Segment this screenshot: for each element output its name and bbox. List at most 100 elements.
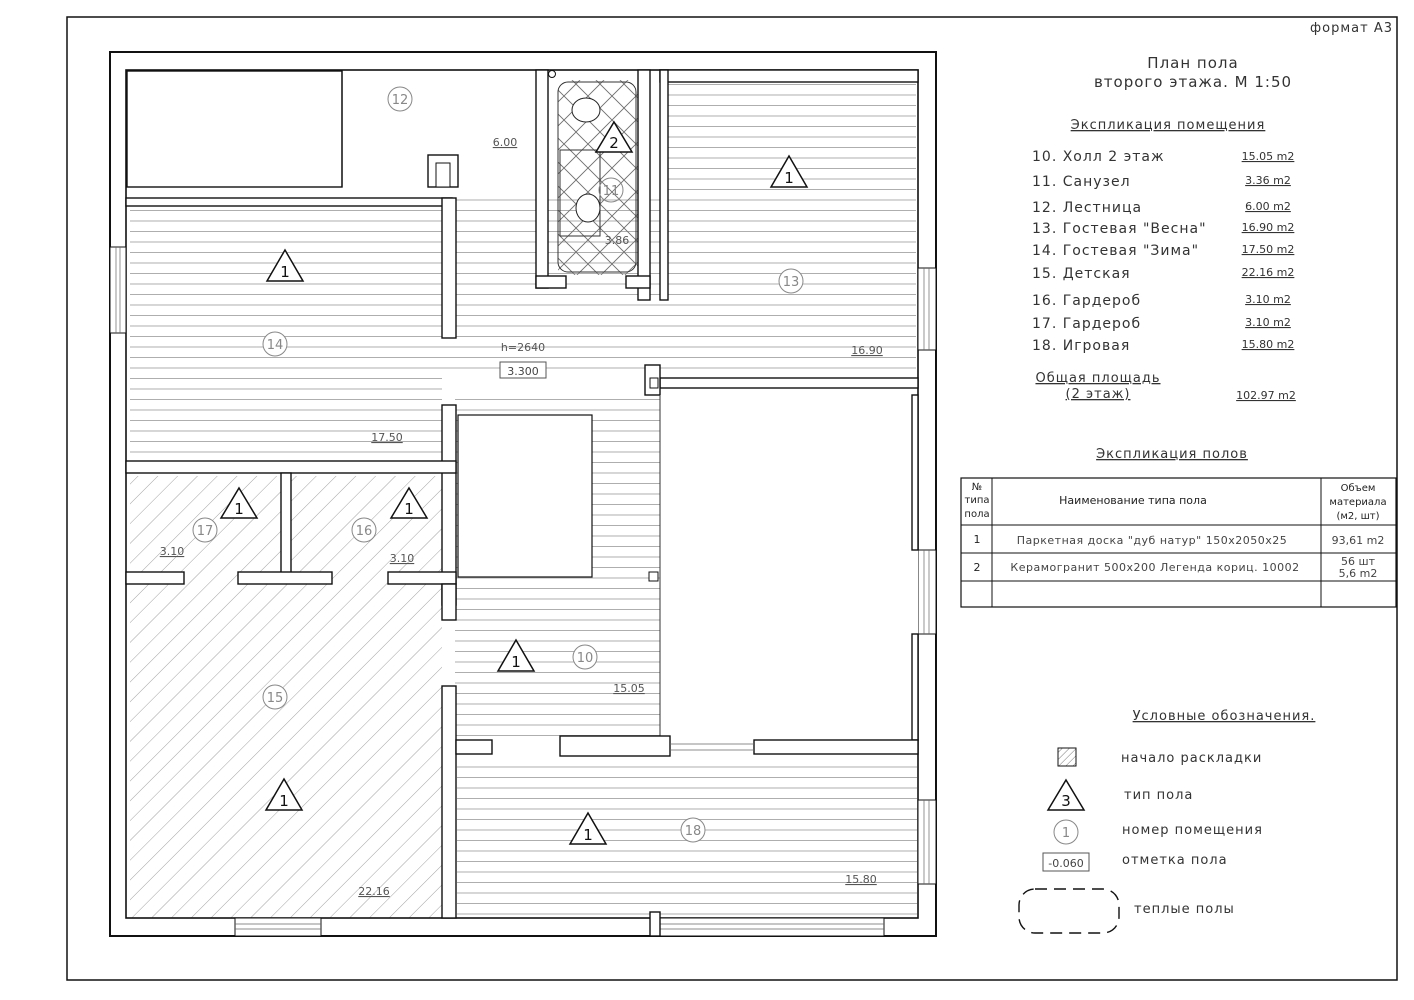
floor-type-mark: 1: [219, 486, 259, 519]
legend: Условные обозначения. начало раскладки 3…: [1018, 709, 1314, 934]
floor-name-header: Наименование типа пола: [1059, 494, 1207, 507]
svg-text:16. Гардероб: 16. Гардероб: [1032, 293, 1141, 309]
legend-label: теплые полы: [1134, 902, 1235, 917]
svg-text:10: 10: [577, 651, 594, 666]
svg-text:1: 1: [784, 169, 794, 187]
svg-text:3.10 m2: 3.10 m2: [1245, 293, 1291, 306]
svg-text:15: 15: [267, 691, 284, 706]
svg-text:12. Лестница: 12. Лестница: [1032, 200, 1142, 216]
legend-label: начало раскладки: [1121, 751, 1262, 766]
legend-label: номер помещения: [1122, 823, 1263, 838]
legend-label: тип пола: [1124, 788, 1193, 803]
floors-explication-heading: Экспликация полов: [1096, 447, 1248, 462]
rooms-explication-heading: Экспликация помещения: [1071, 118, 1266, 133]
room-12: 12 6.00: [387, 86, 518, 149]
svg-text:6.00: 6.00: [493, 136, 518, 149]
svg-text:15. Детская: 15. Детская: [1032, 266, 1131, 282]
svg-text:18. Игровая: 18. Игровая: [1032, 338, 1130, 354]
svg-text:Керамогранит 500х200 Легенда к: Керамогранит 500х200 Легенда кориц. 1000…: [1010, 561, 1299, 574]
room-17: 17 3.10: [160, 517, 218, 558]
height-note: h=2640: [501, 341, 545, 354]
svg-text:13. Гостевая "Весна": 13. Гостевая "Весна": [1032, 221, 1207, 237]
svg-text:17.50 m2: 17.50 m2: [1242, 243, 1295, 256]
total-label-floor: (2 этаж): [1066, 387, 1131, 402]
floor-type-mark: 1: [568, 811, 608, 845]
svg-text:22.16 m2: 22.16 m2: [1242, 266, 1295, 279]
floor-type-mark: 1: [769, 154, 809, 188]
total-value: 102.97 m2: [1236, 389, 1296, 402]
svg-text:1: 1: [279, 792, 289, 810]
svg-text:11: 11: [603, 184, 620, 199]
room-11: 11 3.86: [598, 177, 630, 247]
room-16: 16 3.10: [351, 517, 415, 565]
svg-text:17.50: 17.50: [371, 431, 403, 444]
legend-label: отметка пола: [1122, 853, 1228, 868]
svg-text:2: 2: [974, 561, 981, 574]
svg-text:3: 3: [1061, 792, 1071, 810]
svg-text:17. Гардероб: 17. Гардероб: [1032, 316, 1141, 332]
floor-table-row: 2 Керамогранит 500х200 Легенда кориц. 10…: [974, 555, 1378, 580]
svg-text:56 шт: 56 шт: [1341, 555, 1376, 568]
svg-text:2: 2: [609, 134, 619, 152]
floor-type-mark: 2: [594, 120, 634, 153]
room-14: 14 17.50: [262, 331, 403, 444]
svg-text:1: 1: [511, 653, 521, 671]
svg-text:3.36 m2: 3.36 m2: [1245, 174, 1291, 187]
room-row: 17. Гардероб 3.10 m2: [1032, 316, 1291, 332]
svg-text:1: 1: [280, 263, 290, 281]
svg-text:3.86: 3.86: [605, 234, 630, 247]
floor-type-marks: 2 1 1 1 1 1 1 1: [219, 120, 809, 845]
svg-text:16.90: 16.90: [851, 344, 883, 357]
floor-plan: [109, 51, 937, 937]
svg-text:13: 13: [783, 275, 800, 290]
room-row: 13. Гостевая "Весна" 16.90 m2: [1032, 221, 1294, 237]
floor-type-mark: 1: [265, 248, 305, 282]
svg-text:-0.060: -0.060: [1048, 857, 1083, 870]
level-mark-box: [499, 361, 547, 379]
sheet-frame: [66, 16, 1398, 981]
warm-floor-symbol: [1018, 888, 1120, 934]
floor-table-row: 1 Паркетная доска "дуб натур" 150х2050х2…: [974, 533, 1385, 547]
svg-text:1: 1: [974, 533, 981, 546]
svg-text:15.80 m2: 15.80 m2: [1242, 338, 1295, 351]
room-labels: 12 6.00 11 3.86 13 16.90 14 17.50 17 3.1…: [160, 86, 883, 898]
svg-text:15.80: 15.80: [845, 873, 877, 886]
svg-text:17: 17: [197, 524, 214, 539]
svg-text:пола: пола: [964, 509, 989, 520]
floors-explication: Экспликация полов № типа пола Наименован…: [960, 447, 1397, 608]
svg-text:16: 16: [356, 524, 373, 539]
svg-text:3.10: 3.10: [390, 552, 415, 565]
room-13: 13 16.90: [778, 268, 883, 357]
layout-start-swatch: [1057, 747, 1077, 767]
floor-type-mark: 1: [264, 777, 304, 811]
room-row: 14. Гостевая "Зима"17.50 m2: [1032, 243, 1294, 259]
svg-text:1: 1: [1062, 826, 1070, 841]
svg-text:№: №: [972, 482, 982, 493]
svg-text:5,6 m2: 5,6 m2: [1339, 567, 1378, 580]
level-mark: 3.300: [507, 365, 539, 378]
svg-text:18: 18: [685, 824, 702, 839]
svg-text:14: 14: [267, 338, 284, 353]
floor-type-mark: 1: [496, 638, 536, 672]
svg-text:22.16: 22.16: [358, 885, 390, 898]
room-18: 18 15.80: [680, 817, 877, 886]
room-row: 16. Гардероб 3.10 m2: [1032, 293, 1291, 309]
svg-text:1: 1: [583, 826, 593, 844]
total-label: Общая площадь: [1035, 371, 1160, 386]
svg-text:1: 1: [234, 500, 244, 518]
room-row: 15. Детская 22.16 m2: [1032, 266, 1294, 282]
floor-type-mark: 1: [389, 486, 429, 519]
svg-text:16.90 m2: 16.90 m2: [1242, 221, 1295, 234]
svg-text:материала: материала: [1329, 497, 1386, 508]
room-row: 18. Игровая 15.80 m2: [1032, 338, 1294, 354]
svg-text:12: 12: [392, 93, 409, 108]
svg-text:3.10 m2: 3.10 m2: [1245, 316, 1291, 329]
svg-text:15.05 m2: 15.05 m2: [1242, 150, 1295, 163]
title-line-1: План пола: [1147, 54, 1238, 72]
svg-text:Объем: Объем: [1341, 483, 1376, 494]
svg-text:(м2, шт): (м2, шт): [1336, 511, 1379, 522]
